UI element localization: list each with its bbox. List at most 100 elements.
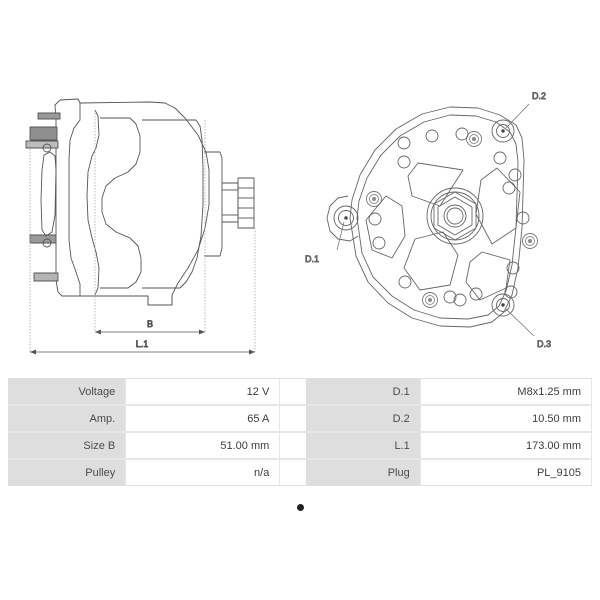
vent-hole-6 xyxy=(508,168,522,182)
d2-bore-inner xyxy=(496,124,510,138)
rear-plate xyxy=(204,151,223,257)
stud-boss-top-i xyxy=(469,134,479,144)
vent-hole-13 xyxy=(506,261,520,275)
d2-bore-center xyxy=(501,129,505,133)
stud-bosses xyxy=(366,131,538,308)
mount-hole-upper xyxy=(42,143,52,153)
terminal-block-upper xyxy=(29,126,58,141)
vent-hole-7 xyxy=(516,211,530,225)
d3-bore-center xyxy=(501,303,505,307)
vent-hole-15 xyxy=(502,181,516,195)
callout-label-d2: D.2 xyxy=(532,91,546,101)
stud-boss-bottom-i xyxy=(425,295,435,305)
specification-table: Voltage 12 V D.1 M8x1.25 mm Amp. 65 A D.… xyxy=(8,378,592,486)
dim-label-B: B xyxy=(147,319,153,329)
front-cover-profile xyxy=(86,109,100,296)
cooling-windows xyxy=(365,162,521,301)
d1-bore-center xyxy=(344,216,348,220)
mount-hole-lower xyxy=(42,238,52,248)
mounting-ear-oval xyxy=(40,151,57,237)
cooling-window-bottom-left xyxy=(403,231,459,291)
foot-step xyxy=(147,295,173,306)
stud-boss-bottom xyxy=(422,292,438,308)
stud-boss-right-i xyxy=(525,236,535,246)
spec-table-body: Voltage 12 V D.1 M8x1.25 mm Amp. 65 A D.… xyxy=(8,378,592,486)
cooling-window-top xyxy=(407,162,464,207)
vent-hole-1 xyxy=(397,136,411,150)
cooling-window-left xyxy=(365,195,406,259)
column-gap xyxy=(280,378,307,405)
rear-bearing-housing xyxy=(142,119,204,289)
shaft-bore-outer xyxy=(443,204,467,228)
vent-hole-10 xyxy=(398,275,412,289)
d3-bore-outer xyxy=(491,293,515,317)
d3-bore-inner xyxy=(496,298,510,312)
spec-label-d2: D.2 xyxy=(306,405,420,432)
dim-arrow-L1-left xyxy=(30,349,36,355)
dim-label-L1: L.1 xyxy=(136,339,149,349)
mounting-ear-left xyxy=(326,195,359,242)
stud-boss-left-c xyxy=(372,197,376,201)
leader-line-d3 xyxy=(505,308,535,337)
table-row: Pulley n/a Plug PL_9105 xyxy=(8,459,592,486)
hex-nut-inner xyxy=(437,196,473,236)
stud-boss-left-i xyxy=(369,194,379,204)
spec-label-plug: Plug xyxy=(306,459,420,486)
spec-value-voltage: 12 V xyxy=(125,378,281,405)
column-gap xyxy=(280,459,307,486)
spec-label-pulley: Pulley xyxy=(8,459,126,486)
stud-boss-left xyxy=(366,191,382,207)
leader-line-d2 xyxy=(505,103,530,129)
housing-outer-contour xyxy=(349,106,525,328)
spec-value-pulley: n/a xyxy=(125,459,281,486)
spec-label-size-b: Size B xyxy=(8,432,126,459)
vent-holes xyxy=(368,127,530,307)
spec-value-l1: 173.00 mm xyxy=(419,432,592,459)
dim-arrow-B-right xyxy=(199,329,205,335)
vent-hole-11 xyxy=(443,290,457,304)
vent-hole-8 xyxy=(368,212,382,226)
spec-value-d1: M8x1.25 mm xyxy=(419,378,592,405)
pagination-dot-active[interactable] xyxy=(296,504,304,511)
housing-inner-line xyxy=(68,103,81,296)
alternator-front-view: D.1 D.2 D.3 xyxy=(305,91,552,350)
vent-hole-12 xyxy=(469,287,483,301)
drive-shaft xyxy=(222,182,239,223)
vent-hole-16 xyxy=(453,293,467,307)
stud-boss-right-c xyxy=(528,239,532,243)
pagination-dots[interactable] xyxy=(0,498,600,516)
vent-hole-4 xyxy=(397,155,411,169)
housing-outline xyxy=(54,98,210,306)
dim-arrow-B-left xyxy=(95,329,101,335)
upper-terminal-post xyxy=(37,112,61,120)
column-gap xyxy=(280,405,307,432)
table-row: Amp. 65 A D.2 10.50 mm xyxy=(8,405,592,432)
spec-value-plug: PL_9105 xyxy=(419,459,592,486)
spec-label-d1: D.1 xyxy=(306,378,420,405)
vent-hole-2 xyxy=(425,129,439,143)
stud-boss-right xyxy=(522,233,538,249)
center-hex-nut xyxy=(426,187,484,245)
hub-ring-outer xyxy=(426,187,484,245)
stud-boss-top xyxy=(466,131,482,147)
shaft-nut xyxy=(237,177,255,229)
callout-label-d1: D.1 xyxy=(305,254,319,264)
lower-mount-lug xyxy=(33,272,59,282)
leader-line-d1 xyxy=(336,221,345,251)
vent-hole-14 xyxy=(504,285,518,299)
table-row: Voltage 12 V D.1 M8x1.25 mm xyxy=(8,378,592,405)
spec-label-l1: L.1 xyxy=(306,432,420,459)
drawings-svg: B L.1 xyxy=(25,91,552,355)
column-gap xyxy=(280,432,307,459)
vent-hole-9 xyxy=(372,236,386,250)
d1-bore-outer xyxy=(333,205,359,231)
terminal-base-plate xyxy=(25,140,59,149)
internal-contour xyxy=(100,117,142,289)
table-row: Size B 51.00 mm L.1 173.00 mm xyxy=(8,432,592,459)
d2-bore-outer xyxy=(491,119,515,143)
spec-value-d2: 10.50 mm xyxy=(419,405,592,432)
housing-inner-contour xyxy=(356,114,519,320)
stud-boss-bottom-c xyxy=(428,298,432,302)
cooling-window-bottom-right xyxy=(465,251,511,301)
spec-value-size-b: 51.00 mm xyxy=(125,432,281,459)
